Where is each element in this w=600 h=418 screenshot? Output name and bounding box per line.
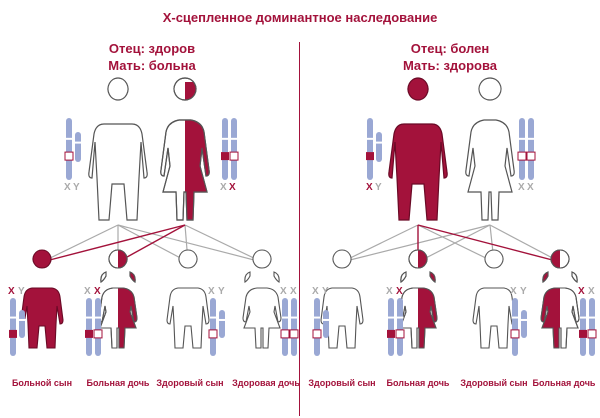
left-child-2-label: Больная дочь — [86, 378, 150, 388]
L-father-chromosome-x — [64, 118, 74, 180]
L-mother-chrom-label: X — [220, 182, 227, 193]
L-father-chrom-label: Y — [73, 182, 80, 193]
right-child-4-chrom-label-2: X — [588, 286, 595, 297]
R-father-chrom-label: Y — [375, 182, 382, 193]
right-child-3-chromosome-x — [510, 298, 520, 356]
left-child-2-chrom-label-2: X — [94, 286, 101, 297]
L-mother-chromosome-x2 — [229, 118, 239, 180]
right-child-3-chrom-label-1: X — [510, 286, 517, 297]
left-child-3-chrom-label-2: Y — [218, 286, 225, 297]
right-child-3-figure — [472, 249, 516, 349]
left-child-4-chrom-label-1: X — [280, 286, 287, 297]
right-child-4-figure — [540, 249, 580, 349]
left-child-1-chrom-label-1: X — [8, 286, 15, 297]
left-child-2-chrom-label-1: X — [84, 286, 91, 297]
left-child-3-chromosome-y — [218, 310, 226, 338]
R-mother-chrom-label: X — [518, 182, 525, 193]
right-child-4-chrom-label-1: X — [578, 286, 585, 297]
left-child-3-chromosome-x — [208, 298, 218, 356]
right-child-1-chrom-label-2: Y — [322, 286, 329, 297]
right-child-2-chromosome-x — [387, 298, 395, 356]
left-child-1-chromosome-y — [18, 310, 26, 338]
right-mother-figure — [465, 77, 515, 221]
chromosome-pairs — [9, 118, 597, 356]
right-child-4-chromosome-x2 — [587, 298, 597, 356]
left-child-1-label: Больной сын — [11, 378, 73, 388]
left-mother-figure — [160, 77, 210, 221]
left-father-label: Отец: здоров — [108, 41, 196, 56]
left-child-3-chrom-label-1: X — [208, 286, 215, 297]
right-child-1-chromosome-y — [322, 310, 330, 338]
left-lines-affected — [41, 224, 186, 263]
L-mother-chromosome-x — [221, 118, 229, 180]
left-child-4-chrom-label-2: X — [290, 286, 297, 297]
R-father-chromosome-x — [366, 118, 374, 180]
right-child-2-figure — [398, 249, 438, 349]
R-father-chromosome-y — [375, 132, 383, 162]
right-child-4-chromosome-x — [579, 298, 587, 356]
left-child-3-label: Здоровый сын — [156, 378, 224, 388]
left-child-2-figure — [98, 249, 138, 349]
center-divider — [299, 42, 300, 416]
left-child-4-chromosome-x2 — [289, 298, 299, 356]
right-child-4-label: Больная дочь — [532, 378, 596, 388]
right-mother-label: Мать: здорова — [402, 58, 498, 73]
left-child-3-figure — [166, 249, 210, 349]
left-child-1-figure — [20, 249, 64, 349]
R-father-chrom-label: X — [366, 182, 373, 193]
right-child-1-chromosome-x — [312, 298, 322, 356]
right-child-2-chrom-label-2: X — [396, 286, 403, 297]
right-child-2-chrom-label-1: X — [386, 286, 393, 297]
right-child-3-chromosome-y — [520, 310, 528, 338]
left-child-2-chromosome-x2 — [93, 298, 103, 356]
left-child-4-label: Здоровая дочь — [232, 378, 300, 388]
R-mother-chrom-label: X — [527, 182, 534, 193]
R-mother-chromosome-x2 — [526, 118, 536, 180]
L-mother-chrom-label: X — [229, 182, 236, 193]
right-lines-healthy — [341, 224, 561, 263]
right-child-2-chromosome-x2 — [395, 298, 405, 356]
left-child-4-figure — [242, 249, 282, 349]
L-father-chromosome-y — [74, 132, 82, 162]
left-child-1-chrom-label-2: Y — [18, 286, 25, 297]
right-child-3-chrom-label-2: Y — [520, 286, 527, 297]
right-child-3-label: Здоровый сын — [460, 378, 528, 388]
left-mother-label: Мать: больна — [108, 58, 196, 73]
L-father-chrom-label: X — [64, 182, 71, 193]
R-mother-chromosome-x — [517, 118, 527, 180]
right-father-figure — [388, 77, 448, 221]
left-child-4-chromosome-x — [280, 298, 290, 356]
right-father-label: Отец: болен — [410, 41, 490, 56]
diagram-title: Х-сцепленное доминантное наследование — [162, 10, 438, 25]
right-child-2-label: Больная дочь — [386, 378, 450, 388]
right-child-1-chrom-label-1: X — [312, 286, 319, 297]
left-father-figure — [88, 77, 148, 221]
left-child-2-chromosome-x — [85, 298, 93, 356]
left-child-1-chromosome-x — [9, 298, 17, 356]
right-child-1-label: Здоровый сын — [308, 378, 376, 388]
